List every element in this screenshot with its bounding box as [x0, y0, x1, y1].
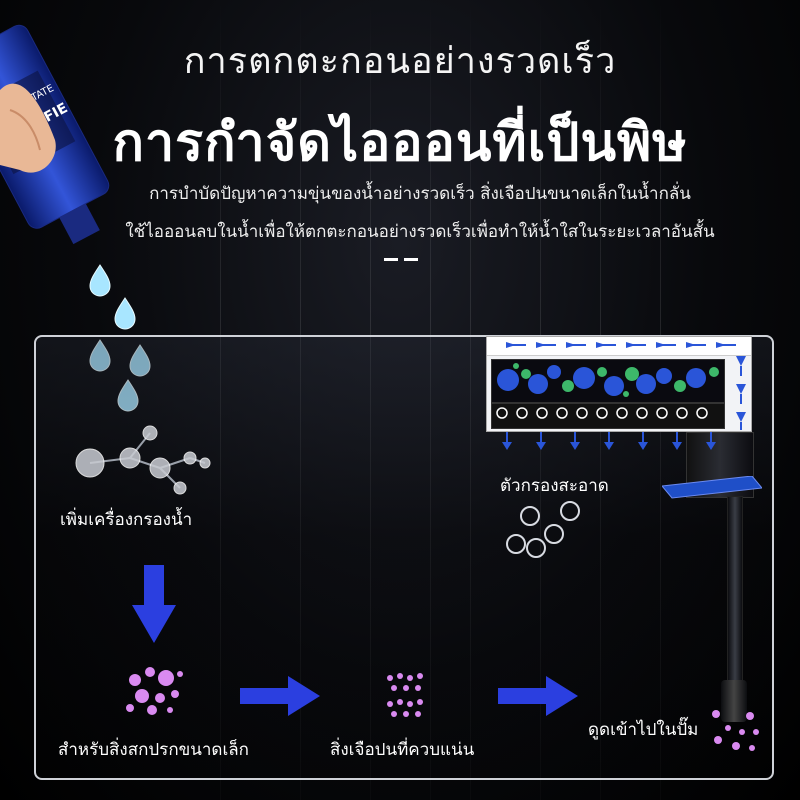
water-drop — [89, 339, 111, 372]
bubbles-icon — [506, 501, 580, 558]
light-streak — [430, 0, 431, 800]
impurity-particles-icon — [126, 667, 183, 715]
pump-intake-head — [721, 680, 747, 722]
description-line-1: การบำบัดปัญหาความขุ่นของน้ำอย่างรวดเร็ว … — [149, 184, 691, 204]
water-drops — [89, 264, 151, 412]
right-arrow-icon — [240, 676, 320, 716]
condensed-particles-icon — [387, 673, 423, 717]
light-streak — [470, 0, 471, 800]
step-condensed-impurities-label: สิ่งเจือปนที่ควบแน่น — [330, 740, 475, 760]
pump-particles-icon — [712, 710, 759, 751]
main-heading: การกำจัดไอออนที่เป็นพิษ — [112, 113, 688, 173]
molecule-icon — [75, 425, 211, 495]
right-arrow-icon — [498, 676, 578, 716]
light-streak — [370, 0, 371, 800]
light-streak — [220, 0, 221, 800]
hand-illustration — [0, 83, 56, 173]
filter-tray — [662, 476, 762, 499]
clean-filter-label: ตัวกรองสะอาด — [500, 476, 609, 496]
step-small-impurities-label: สำหรับสิ่งสกปรกขนาดเล็ก — [58, 740, 249, 760]
water-drop — [114, 297, 136, 330]
filter-flow-overlay — [496, 342, 746, 450]
water-drop — [129, 344, 151, 377]
step-add-to-filter-label: เพิ่มเครื่องกรองน้ำ — [60, 510, 193, 530]
divider-dash — [404, 258, 418, 261]
down-arrow-icon — [132, 565, 176, 643]
water-drop — [89, 264, 111, 297]
divider-dash — [384, 258, 398, 261]
water-drop — [117, 379, 139, 412]
light-streak — [300, 0, 301, 800]
description-line-2: ใช้ไอออนลบในน้ำเพื่อให้ตกตะกอนอย่างรวดเร… — [125, 222, 715, 242]
step-sucked-into-pump-label: ดูดเข้าไปในปั๊ม — [588, 720, 699, 740]
subtitle-heading: การตกตะกอนอย่างรวดเร็ว — [183, 41, 617, 82]
filter-top-channel — [487, 337, 751, 356]
